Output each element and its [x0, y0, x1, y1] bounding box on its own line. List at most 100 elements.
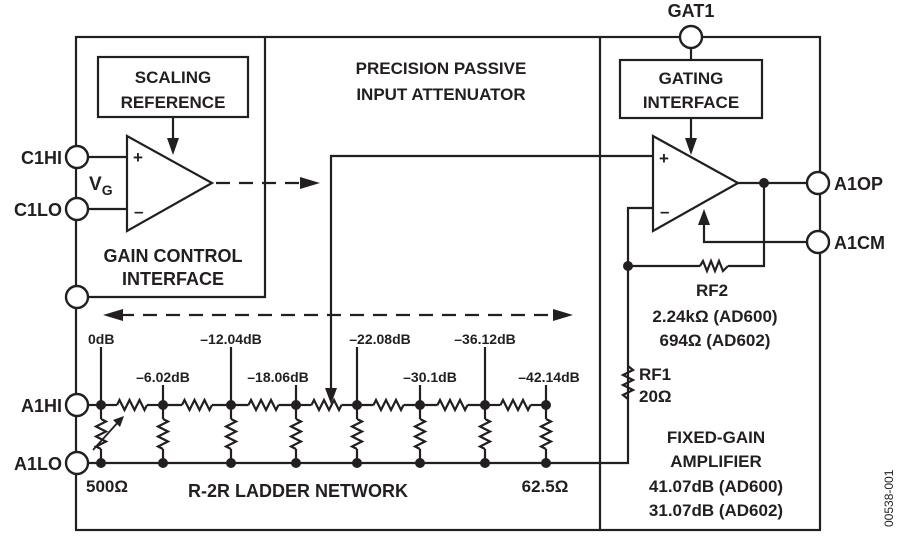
ladder-node-top [352, 400, 362, 410]
ladder-node-bottom [158, 458, 168, 468]
tap-label-1: –6.02dB [136, 369, 190, 385]
fixed-gain-title-1: FIXED-GAIN [667, 428, 765, 447]
ladder-node-top [226, 400, 236, 410]
opamp-plus-right: + [659, 149, 669, 168]
trim-arrow-line [92, 419, 121, 451]
pin-c1lo [64, 196, 90, 222]
wiper-line [329, 154, 653, 392]
tap-label-3: –18.06dB [247, 369, 308, 385]
opamp-minus-right: – [660, 202, 669, 221]
series-resistor [181, 397, 213, 413]
pin-unlabeled [64, 284, 90, 310]
series-resistor [116, 397, 148, 413]
ladder-end-resistance: 62.5Ω [522, 477, 569, 496]
opamp-plus-left: + [133, 148, 143, 167]
pin-gat1 [678, 24, 704, 50]
fixed-gain-title-2: AMPLIFIER [670, 452, 762, 471]
tap-label-2: –12.04dB [200, 331, 261, 347]
attenuator-title-2: INPUT ATTENUATOR [356, 85, 525, 104]
feedback-junction [623, 261, 633, 271]
ladder-node-bottom [415, 458, 425, 468]
rf1-label: RF1 [639, 365, 671, 384]
shunt-resistor [477, 418, 493, 450]
ladder-node-bottom [352, 458, 362, 468]
ladder-node-bottom [226, 458, 236, 468]
tap-label-7: –42.14dB [518, 369, 579, 385]
series-resistor [372, 397, 405, 413]
ladder-node-top [415, 400, 425, 410]
fixed-gain-ad602: 31.07dB (AD602) [649, 501, 783, 520]
tap-label-5: –30.1dB [403, 369, 457, 385]
pin-label-a1cm: A1CM [834, 233, 885, 253]
tap-label-0: 0dB [88, 331, 114, 347]
attenuator-title-1: PRECISION PASSIVE [356, 59, 527, 78]
gain-control-arrowhead [300, 177, 320, 189]
pin-label-gat1: GAT1 [668, 1, 715, 21]
gating-arrowhead [685, 138, 697, 155]
scaling-reference-label-1: SCALING [135, 68, 212, 87]
gating-interface-label-1: GATING [659, 69, 724, 88]
rf2-label: RF2 [696, 281, 728, 300]
ladder-node-top [480, 400, 490, 410]
pin-a1cm [805, 229, 831, 255]
fixed-gain-opamp [651, 134, 741, 233]
series-resistor [499, 397, 532, 413]
shunt-resistor [349, 418, 365, 450]
series-resistor [247, 397, 280, 413]
scaling-reference-label-2: REFERENCE [121, 93, 226, 112]
wiper-range-arrow-left [103, 309, 123, 321]
ladder-node-top [291, 400, 301, 410]
shunt-resistor [155, 418, 171, 450]
rf2-resistor [699, 258, 729, 274]
shunt-resistor [538, 418, 554, 450]
rf2-value-ad600: 2.24kΩ (AD600) [652, 307, 777, 326]
a1cm-arrowhead [698, 209, 710, 225]
gain-control-opamp [125, 134, 215, 233]
ladder-node-bottom [480, 458, 490, 468]
ladder-node-top [541, 400, 551, 410]
pin-label-c1lo: C1LO [14, 200, 62, 220]
gating-interface-label-2: INTERFACE [643, 93, 739, 112]
opamp-minus-left: – [134, 202, 143, 221]
pin-label-a1op: A1OP [834, 174, 883, 194]
rf2-value-ad602: 694Ω (AD602) [660, 331, 771, 350]
rf2-wire-right [728, 183, 766, 268]
gain-control-title-1: GAIN CONTROL [104, 246, 243, 266]
ladder-title: R-2R LADDER NETWORK [188, 481, 408, 501]
a1lo-feedback-return [546, 206, 653, 465]
ladder-node-top [96, 400, 106, 410]
pin-label-c1hi: C1HI [21, 148, 62, 168]
pin-a1op [805, 170, 831, 196]
shunt-resistor [288, 418, 304, 450]
wiper-arrowhead [325, 388, 337, 404]
shunt-resistor [223, 418, 239, 450]
gain-control-title-2: INTERFACE [122, 269, 224, 289]
pin-label-a1lo: A1LO [14, 454, 62, 474]
wiper-range-arrow-right [553, 309, 573, 321]
rf1-resistor [620, 365, 636, 400]
tap-label-4: –22.08dB [349, 331, 410, 347]
gain-control-box [88, 37, 267, 299]
ladder-node-top [158, 400, 168, 410]
rf1-value: 20Ω [639, 387, 672, 406]
ladder-node-bottom [96, 458, 106, 468]
pin-c1hi [64, 144, 90, 170]
trim-arrowhead [113, 416, 124, 427]
pin-a1hi [64, 392, 90, 418]
ladder-node-bottom [291, 458, 301, 468]
series-resistor [436, 397, 469, 413]
fixed-gain-ad600: 41.07dB (AD600) [649, 477, 783, 496]
tap-label-6: –36.12dB [454, 331, 515, 347]
vg-label: VG [89, 174, 113, 198]
series-resistor [310, 397, 343, 413]
pin-a1lo [64, 450, 90, 476]
chip-outline [74, 35, 822, 532]
shunt-resistor [412, 418, 428, 450]
ladder-input-resistance: 500Ω [86, 477, 128, 496]
a1cm-wire [702, 222, 806, 244]
figure-id: 00538-001 [882, 469, 896, 527]
pin-label-a1hi: A1HI [21, 396, 62, 416]
scaling-ref-arrowhead [167, 138, 179, 155]
r-2r-ladder [88, 347, 554, 468]
